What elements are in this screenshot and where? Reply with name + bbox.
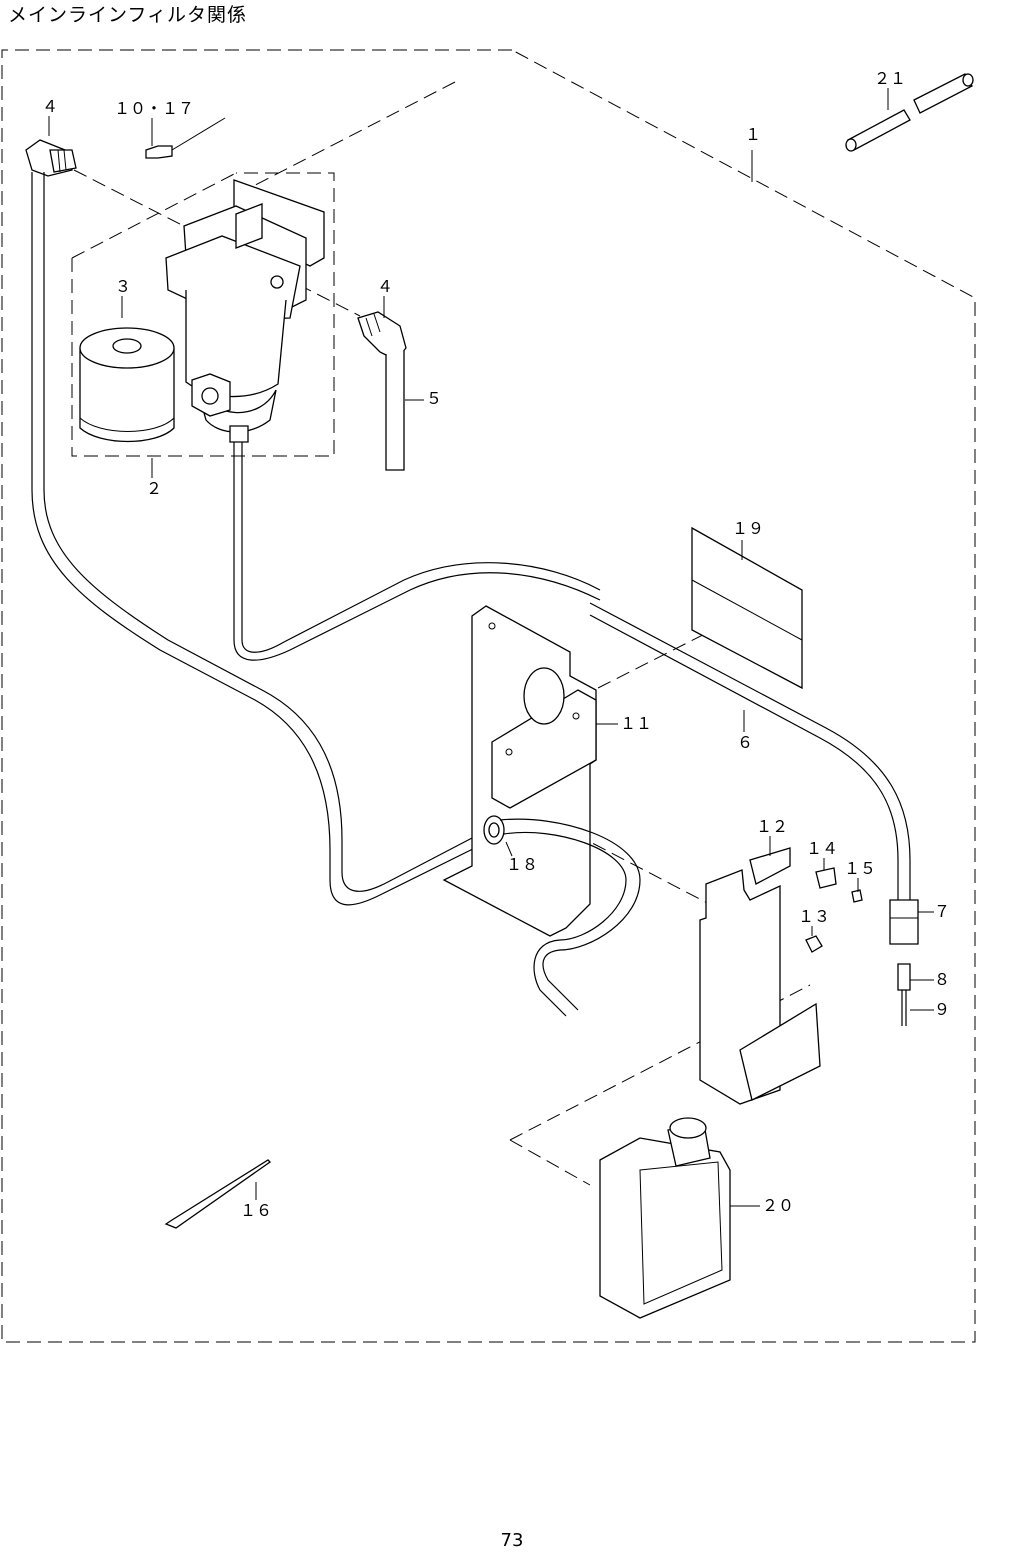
callout-14: １４ bbox=[806, 839, 838, 858]
callout-3: ３ bbox=[115, 277, 131, 296]
callout-15: １５ bbox=[844, 859, 876, 878]
bracket-part-11 bbox=[444, 606, 596, 936]
callout-7: ７ bbox=[934, 902, 950, 921]
callout-21: ２１ bbox=[874, 69, 906, 88]
callout-10-17: １０・１７ bbox=[114, 99, 194, 118]
callout-1: １ bbox=[745, 125, 761, 144]
tube-filter-drain bbox=[234, 442, 600, 660]
callout-4-right: ４ bbox=[377, 277, 393, 296]
callout-8: ８ bbox=[934, 970, 950, 989]
callout-12: １２ bbox=[756, 817, 788, 836]
tank-part-20 bbox=[600, 1118, 730, 1318]
callout-11: １１ bbox=[620, 714, 652, 733]
filter-body bbox=[166, 180, 324, 442]
tube-part-21 bbox=[846, 74, 973, 151]
callout-18: １８ bbox=[506, 855, 538, 874]
elbow-fitting-part-4-left bbox=[26, 140, 76, 176]
callout-19: １９ bbox=[732, 519, 764, 538]
callout-4-left: ４ bbox=[42, 97, 58, 116]
plate-part-19 bbox=[692, 528, 802, 688]
callout-13: １３ bbox=[798, 907, 830, 926]
filter-element-part-3 bbox=[80, 328, 174, 442]
callout-20: ２０ bbox=[762, 1196, 794, 1215]
callout-5: ５ bbox=[426, 389, 442, 408]
callout-2: ２ bbox=[146, 479, 162, 498]
elbow-fitting-part-4-right bbox=[358, 312, 406, 470]
callout-6: ６ bbox=[737, 733, 753, 752]
callout-9: ９ bbox=[934, 1000, 950, 1019]
screw-part-10-17 bbox=[146, 118, 225, 158]
fittings-7-8-9 bbox=[890, 900, 918, 1026]
bracket-part-12 bbox=[700, 848, 820, 1104]
page-number: 73 bbox=[0, 1530, 1024, 1551]
callout-16: １６ bbox=[240, 1201, 272, 1220]
